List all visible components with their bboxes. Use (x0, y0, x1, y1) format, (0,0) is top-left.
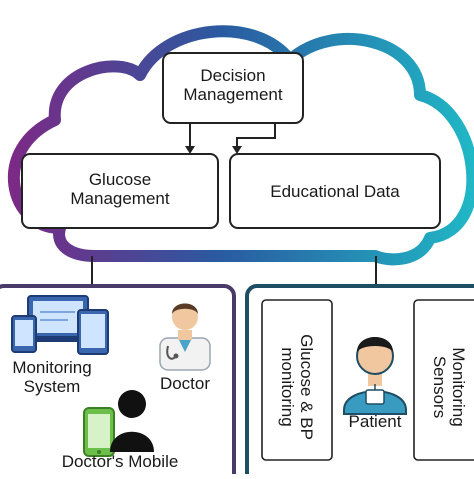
sensors-label: Monitoring Sensors (374, 347, 474, 426)
arrow-to-educational (236, 123, 276, 149)
cloud-outline (7, 25, 474, 266)
arrowhead-glucose (185, 146, 195, 154)
glucose-line-2: Management (70, 189, 170, 209)
doctors-mobile-label: Doctor's Mobile (61, 452, 179, 471)
patient-icon (343, 337, 407, 415)
monitoring-system-line-1: Monitoring (12, 358, 92, 377)
monitoring-system-label: Monitoring System (0, 358, 108, 396)
glucose-bp-rot: Glucose & BP monitoring (278, 312, 316, 462)
sensors-box (413, 299, 474, 461)
glucose-line-1: Glucose (88, 170, 152, 189)
glucose-label: Glucose Management (22, 170, 218, 208)
glucose-bp-line-1: Glucose & BP (297, 334, 317, 440)
tablet-devices-icon (11, 295, 109, 355)
sensors-rot: Monitoring Sensors (430, 312, 468, 462)
decision-line-2: Management (183, 85, 283, 105)
educational-label: Educational Data (270, 182, 400, 201)
sensors-line-1: Monitoring (449, 347, 469, 427)
arrowhead-educational (232, 146, 242, 154)
doctor-label: Doctor (159, 374, 211, 393)
decision-label: Decision Management (163, 66, 303, 104)
decision-box (162, 52, 304, 124)
glucose-bp-line-2: monitoring (278, 347, 297, 427)
glucose-bp-box (261, 299, 333, 461)
glucose-bp-label: Glucose & BP monitoring (222, 334, 372, 440)
glucose-box (21, 153, 219, 229)
mobile-phone-icon (83, 407, 115, 457)
patient-label: Patient (348, 412, 402, 431)
educational-box (229, 153, 441, 229)
doctor-icon (159, 303, 211, 371)
person-icon (110, 390, 154, 452)
decision-line-1: Decision (200, 66, 266, 85)
monitoring-system-line-2: System (23, 377, 81, 397)
sensors-line-2: Sensors (430, 355, 449, 419)
